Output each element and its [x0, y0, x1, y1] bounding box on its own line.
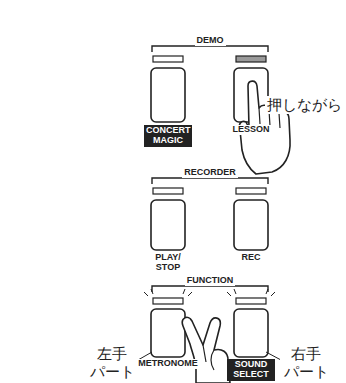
- group-heading: DEMO: [195, 36, 226, 46]
- instruction-note: 押しながら: [265, 96, 344, 114]
- button-label: REC: [241, 253, 260, 263]
- button-label: CONCERT MAGIC: [144, 125, 192, 147]
- hand-part-label: 右手 パート: [280, 345, 332, 381]
- group-heading: FUNCTION: [185, 276, 236, 286]
- button-label: LESSON: [230, 125, 271, 135]
- button-label: PLAY/ STOP: [148, 253, 188, 273]
- group-heading: RECORDER: [182, 168, 238, 178]
- button-label: METRONOME: [136, 359, 200, 369]
- button-label: SOUND SELECT: [227, 359, 275, 381]
- hand-part-label: 左手 パート: [86, 345, 138, 381]
